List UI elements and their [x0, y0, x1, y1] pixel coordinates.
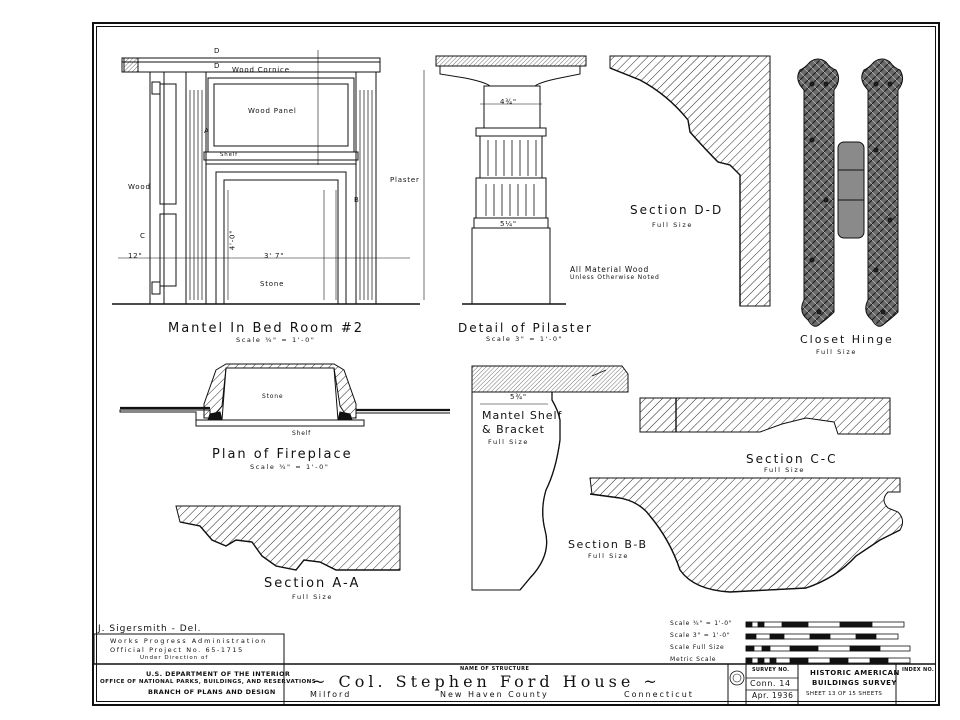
location-state: Connecticut — [624, 690, 694, 699]
mantel-shelf-title: Mantel Shelf — [482, 409, 563, 422]
section-dd-profile — [609, 55, 771, 307]
section-aa-title: Section A-A — [264, 576, 361, 591]
habs-line-1: HISTORIC AMERICAN — [810, 669, 900, 677]
dim-12: 12" — [128, 252, 143, 260]
drawing-sheet-border — [92, 22, 940, 706]
pilaster-scale: Scale 3" = 1'-0" — [486, 335, 564, 343]
mantel-title: Mantel In Bed Room #2 — [168, 321, 365, 336]
habs-line-2: BUILDINGS SURVEY — [812, 679, 897, 687]
structure-name: ~ Col. Stephen Ford House ~ — [312, 672, 661, 691]
dim-5-3-4: 5¾" — [510, 393, 527, 401]
mantel-shelf-scale: Full Size — [488, 438, 529, 446]
label-wood-panel: Wood Panel — [248, 107, 297, 115]
dim-3-7: 3' 7" — [264, 252, 285, 260]
dept-line-3: BRANCH OF PLANS AND DESIGN — [148, 688, 276, 696]
wpa-line-2: Official Project No. 65-1715 — [110, 646, 244, 654]
section-aa-scale: Full Size — [292, 593, 333, 601]
dim-4-0: 4'-0" — [228, 229, 237, 251]
closet-hinge-title: Closet Hinge — [800, 333, 894, 346]
name-caption: NAME OF STRUCTURE — [460, 666, 530, 672]
section-cc-profile — [639, 397, 891, 435]
plan-label-stone: Stone — [262, 393, 284, 400]
section-mark-c: C — [140, 232, 146, 240]
bracket-title: & Bracket — [482, 423, 545, 436]
dept-line-2: OFFICE OF NATIONAL PARKS, BUILDINGS, AND… — [100, 679, 317, 685]
section-mark-b: B — [354, 196, 360, 204]
pilaster-title: Detail of Pilaster — [458, 321, 593, 335]
material-note-1: All Material Wood — [570, 265, 650, 274]
mantel-elevation — [112, 50, 425, 305]
material-note-2: Unless Otherwise Noted — [570, 274, 660, 281]
section-dd-scale: Full Size — [652, 221, 693, 229]
section-cc-scale: Full Size — [764, 466, 805, 474]
pilaster-detail — [435, 55, 587, 305]
label-plaster: Plaster — [390, 176, 420, 184]
survey-date: Apr. 1936 — [752, 691, 794, 700]
section-cc-title: Section C-C — [746, 452, 838, 466]
section-bb-profile — [589, 477, 904, 593]
wpa-line-1: Works Progress Administration — [110, 637, 268, 645]
inner-border — [96, 26, 936, 702]
dim-5-1-4: 5¼" — [500, 220, 517, 228]
mantel-scale: Scale ¾" = 1'-0" — [236, 336, 316, 344]
label-stone: Stone — [260, 280, 285, 288]
section-bb-title: Section B-B — [568, 538, 648, 551]
sheet-info: SHEET 13 OF 15 SHEETS — [806, 691, 883, 697]
section-dd-title: Section D-D — [630, 203, 724, 217]
section-mark-a: A — [204, 127, 210, 135]
scale-label-metric: Metric Scale — [670, 656, 717, 663]
scale-label-full: Scale Full Size — [670, 644, 725, 651]
dept-line-1: U.S. DEPARTMENT OF THE INTERIOR — [146, 670, 291, 678]
graphic-scales — [745, 621, 911, 664]
closet-hinge-scale: Full Size — [816, 348, 857, 356]
plan-fireplace-scale: Scale ¾" = 1'-0" — [250, 463, 330, 471]
section-mark-d-top: D — [214, 47, 221, 55]
index-label: INDEX NO. — [902, 667, 935, 673]
wpa-line-3: Under Direction of — [140, 655, 209, 661]
scale-label-3: Scale 3" = 1'-0" — [670, 632, 731, 639]
closet-hinge-drawing — [797, 58, 904, 327]
label-wood-cornice: Wood Cornice — [232, 66, 290, 74]
plan-fireplace-title: Plan of Fireplace — [212, 447, 353, 462]
dim-4-3-4: 4¾" — [500, 98, 517, 106]
survey-no: Conn. 14 — [750, 679, 791, 688]
section-aa-profile — [175, 505, 401, 571]
label-wood: Wood — [128, 183, 151, 191]
location-county: New Haven County — [440, 690, 549, 699]
section-mark-d: D — [214, 62, 221, 70]
location-town: Milford — [310, 690, 352, 699]
delineator: J. Sigersmith - Del. — [98, 624, 202, 634]
fireplace-plan — [119, 363, 450, 427]
scale-label-3-4: Scale ¾" = 1'-0" — [670, 620, 733, 627]
plan-label-shelf: Shelf — [292, 430, 312, 437]
label-shelf: Shelf — [220, 152, 238, 158]
title-block-lines — [93, 633, 936, 704]
survey-no-label: SURVEY NO. — [752, 667, 790, 673]
section-bb-scale: Full Size — [588, 552, 629, 560]
mantel-shelf-bracket — [471, 365, 629, 591]
